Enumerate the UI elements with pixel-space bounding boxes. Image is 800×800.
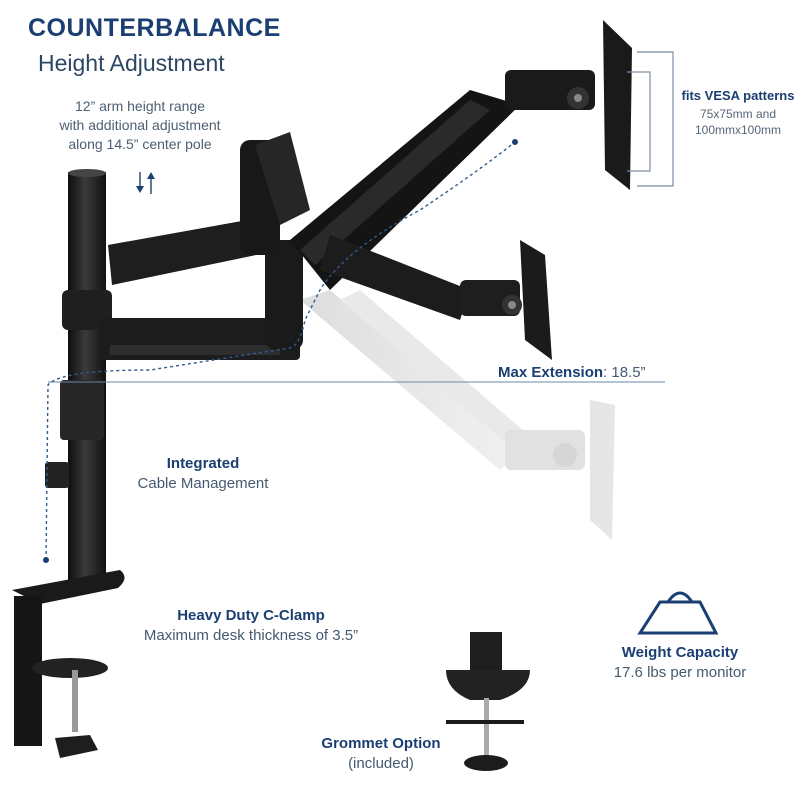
lower-arm xyxy=(100,240,303,360)
c-clamp-callout: Heavy Duty C-Clamp Maximum desk thicknes… xyxy=(120,606,382,646)
grommet-mount xyxy=(446,632,530,771)
cable-heading: Integrated xyxy=(166,455,240,472)
lower-gas-spring-arm xyxy=(320,235,552,360)
grommet-callout: Grommet Option (included) xyxy=(308,734,454,774)
clamp-text: Maximum desk thickness of 3.5” xyxy=(143,627,359,644)
vesa-pattern-2: 100mmx100mm xyxy=(694,123,782,137)
max-extension-label: Max Extension xyxy=(498,364,604,381)
up-down-arrows-icon xyxy=(136,172,155,194)
height-note-line: 12” arm height range xyxy=(75,98,205,114)
vesa-bracket-indicator xyxy=(627,51,674,187)
cable-management-callout: Integrated Cable Management xyxy=(118,454,288,494)
vesa-callout: fits VESA patterns 75x75mm and 100mmx100… xyxy=(676,86,800,138)
max-extension-value: : 18.5” xyxy=(603,364,646,381)
cable-text: Cable Management xyxy=(137,475,269,492)
page-title: COUNTERBALANCE xyxy=(28,14,281,42)
upper-arm xyxy=(108,132,310,285)
height-note-line: with additional adjustment xyxy=(59,117,221,133)
grommet-heading: Grommet Option xyxy=(321,735,441,752)
vesa-heading: fits VESA patterns xyxy=(681,88,795,103)
ghost-extended-arm xyxy=(300,290,615,540)
weight-heading: Weight Capacity xyxy=(621,644,739,661)
max-extension-callout: Max Extension: 18.5” xyxy=(498,364,646,381)
page-subtitle: Height Adjustment xyxy=(38,50,225,76)
c-clamp xyxy=(12,570,125,758)
cable-path xyxy=(45,141,516,561)
weight-text: 17.6 lbs per monitor xyxy=(613,664,747,681)
height-note-line: along 14.5” center pole xyxy=(68,136,212,152)
center-pole xyxy=(45,169,112,582)
upper-gas-spring-arm xyxy=(290,20,632,290)
weight-capacity-callout: Weight Capacity 17.6 lbs per monitor xyxy=(600,643,760,683)
weight-icon xyxy=(637,591,719,635)
height-range-note: 12” arm height range with additional adj… xyxy=(40,97,240,154)
vesa-pattern-1: 75x75mm and xyxy=(699,107,777,121)
clamp-heading: Heavy Duty C-Clamp xyxy=(177,607,325,624)
grommet-text: (included) xyxy=(348,755,414,772)
